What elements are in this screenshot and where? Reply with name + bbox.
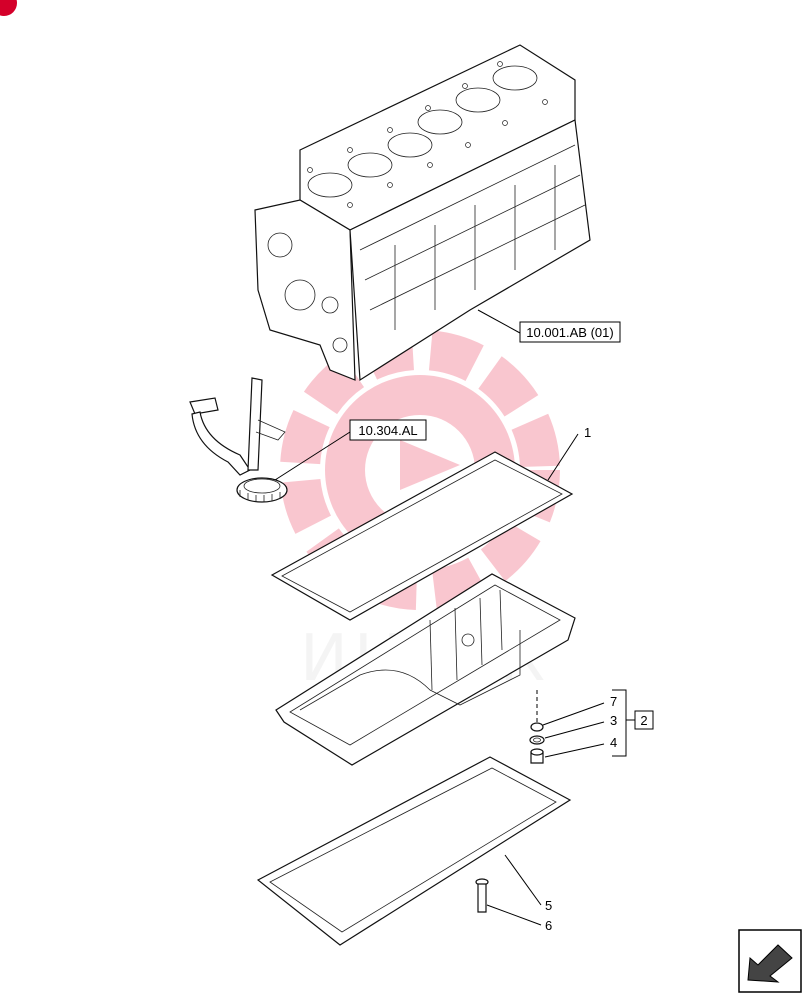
callout-5: 5 xyxy=(545,898,552,913)
callout-6: 6 xyxy=(545,918,552,933)
leader-7 xyxy=(542,702,605,726)
leader-3 xyxy=(544,721,605,739)
kit-bracket xyxy=(612,689,627,757)
drain-plug-drawing xyxy=(530,748,544,764)
callout-4: 4 xyxy=(610,735,617,750)
next-page-arrow-icon[interactable] xyxy=(738,929,802,993)
kit-ref[interactable]: 2 xyxy=(634,710,654,730)
lower-gasket-drawing xyxy=(256,756,572,946)
leader-1 xyxy=(547,433,579,481)
oil-pickup-drawing xyxy=(189,377,288,503)
washer-drawing xyxy=(529,735,545,745)
leader-5 xyxy=(504,854,542,906)
drain-plug-top-drawing xyxy=(530,722,544,732)
engine-block-drawing xyxy=(254,44,591,382)
oil-pan-drawing xyxy=(275,573,576,766)
callout-3: 3 xyxy=(610,713,617,728)
corner-brand-mark xyxy=(0,0,17,16)
ref-engine-block[interactable]: 10.001.AB (01) xyxy=(519,321,621,343)
ref-oil-pickup[interactable]: 10.304.AL xyxy=(349,419,427,441)
ref-oil-pickup-label: 10.304.AL xyxy=(358,423,417,438)
leader-6 xyxy=(486,904,542,926)
callout-2: 2 xyxy=(640,713,647,728)
ref-engine-block-label: 10.001.AB (01) xyxy=(526,325,613,340)
bolt-drawing xyxy=(475,878,489,913)
callout-1: 1 xyxy=(584,425,591,440)
leader-oil-pickup xyxy=(274,431,351,481)
upper-gasket-drawing xyxy=(270,451,574,621)
leader-engine-block xyxy=(477,309,521,334)
leader-4 xyxy=(544,743,605,758)
callout-7: 7 xyxy=(610,694,617,709)
